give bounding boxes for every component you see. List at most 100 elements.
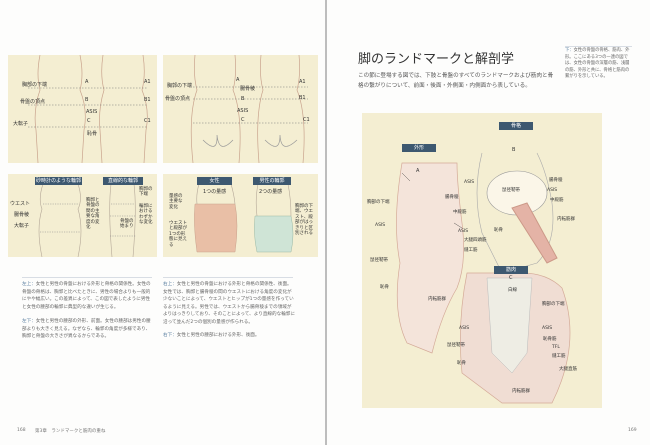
book-spine <box>325 0 327 445</box>
volume-illustration <box>194 183 294 253</box>
label: 腸骨稜 <box>549 178 563 183</box>
label: 大腿直筋 <box>559 367 577 372</box>
label: 胸部の下端 <box>542 302 565 307</box>
label: 胸部の下端 <box>367 200 390 205</box>
label: A1 <box>144 79 151 85</box>
caption-text: 女性と男性の骨盤における外形と骨格の関係性。女性の骨盤の骨格は、胸郭と比べたとき… <box>22 282 151 310</box>
label: 骨盤の頂点 <box>165 96 191 102</box>
label: ASIS <box>86 109 98 115</box>
label: 腸骨稜 <box>240 86 256 92</box>
label: 中殿筋 <box>550 198 564 203</box>
label: 縫工筋 <box>552 354 566 359</box>
figure-back-pelvis-comparison: 胸郭の下端 A A1 腸骨稜 B B1 骨盤の頂点 ASIS C C1 <box>163 55 318 163</box>
label: 腸骨稜 <box>14 212 30 218</box>
label: C <box>87 118 91 124</box>
caption-head: 左下： <box>22 319 36 324</box>
figure-letter: A <box>416 168 420 174</box>
label: B1 <box>144 97 151 103</box>
anatomy-illustration <box>396 152 571 404</box>
figure-front-pelvis-comparison: 胸部の下端 A A1 骨盤の頂点 B B1 ASIS 大転子 C C1 恥骨 <box>8 55 157 163</box>
divider <box>565 46 632 47</box>
label: 胸部の下端 <box>22 82 48 88</box>
caption-bottom-left: 左下：女性と男性の腰部の外形、前面。女性の腰部は男性の腰部よりも大きく見える。な… <box>22 318 154 341</box>
section-tag: 女性 <box>197 177 232 185</box>
label: ASIS <box>459 326 470 331</box>
divider <box>163 277 293 278</box>
label: ウエスト <box>10 201 31 207</box>
caption-bottom-right: 右下：女性と男性の腰部における外形、後面。 <box>163 332 295 340</box>
label: 白線 <box>508 288 517 293</box>
section-tag-exterior: 外形 <box>402 144 436 152</box>
label: 恥骨 <box>380 285 389 290</box>
caption-text: 女性と男性の骨盤における外形と骨格の関係性、後面。女性では、胸郭と腸骨稜の間のウ… <box>163 282 295 325</box>
label: A <box>85 79 89 85</box>
torso-front-illustration <box>28 55 148 163</box>
label: ASIS <box>375 223 386 228</box>
caption-top-left: 左上：女性と男性の骨盤における外形と骨格の関係性。女性の骨盤の骨格は、胸郭と比べ… <box>22 281 154 311</box>
page-number-right: 169 <box>628 428 637 433</box>
label: 中殿筋 <box>453 210 467 215</box>
label: 縫工筋 <box>464 248 478 253</box>
label: 胸郭の下端 <box>167 83 193 89</box>
label: 胸郭と骨盤の間の主要な角度の変化 <box>86 198 100 230</box>
torso-back-illustration <box>190 55 308 163</box>
section-tag-muscle: 筋肉 <box>494 266 528 274</box>
label: 量感の主要な変化 <box>169 194 183 210</box>
caption-head: 右上： <box>163 282 177 287</box>
contour-illustration <box>38 183 136 257</box>
figure-letter: B <box>512 147 516 153</box>
label: C <box>241 117 245 123</box>
label: B <box>241 96 245 102</box>
page-number-left: 168 <box>17 428 26 433</box>
label: ウエストと殿部が1つの形態に見える <box>169 221 187 248</box>
label: 内転筋群 <box>428 297 446 302</box>
page-title: 脚のランドマークと解剖学 <box>358 52 515 67</box>
lead-paragraph: この節に登場する図では、下肢と骨盤のすべてのランドマークおよび筋肉と骨格の繋がり… <box>358 73 554 89</box>
label: 内転筋群 <box>512 389 530 394</box>
label: A1 <box>299 79 306 85</box>
section-tag-skeleton: 骨格 <box>499 122 533 130</box>
label: 恥骨筋 <box>543 337 557 342</box>
label: 鼠径靭帯 <box>502 188 520 193</box>
label: 骨盤の始まり <box>120 219 134 230</box>
label: C1 <box>303 117 310 123</box>
label: 1つの量感 <box>203 189 227 195</box>
label: 胸郭の下端 <box>139 187 153 198</box>
label: 骨盤の頂点 <box>20 99 46 105</box>
label: 鼠径靭帯 <box>447 343 465 348</box>
label: 2つの量感 <box>259 189 283 195</box>
caption-head: 左上： <box>22 282 36 287</box>
label: 腸骨稜 <box>445 195 459 200</box>
running-header: 第3章 ランドマークと筋肉の重ね <box>35 429 106 434</box>
note-head: 下： <box>565 48 574 53</box>
caption-text: 女性と男性の腰部における外形、後面。 <box>176 333 260 338</box>
label: ASIS <box>542 326 553 331</box>
figure-letter: C <box>509 275 513 281</box>
label: 輪郭におけるわずかな変化 <box>139 204 153 226</box>
label: ASIS <box>547 188 558 193</box>
label: C1 <box>144 118 151 124</box>
label: ASIS <box>464 180 475 185</box>
note-text: 女性の骨盤の骨格、筋肉、外形。ここにある3つの一連の図では、女性の骨盤の深層の筋… <box>565 48 630 79</box>
caption-top-right: 右上：女性と男性の骨盤における外形と骨格の関係性、後面。女性では、胸郭と腸骨稜の… <box>163 281 295 326</box>
label: 胸郭の下端、ウエスト、殿部がはっきりと区別される <box>295 204 313 236</box>
label: 内転筋群 <box>557 217 575 222</box>
label: 大腿四頭筋 <box>464 238 487 243</box>
section-tag: 直線的な輪郭 <box>103 177 143 185</box>
label: B <box>85 97 89 103</box>
side-note: 下：女性の骨盤の骨格、筋肉、外形。ここにある3つの一連の図では、女性の骨盤の深層… <box>565 48 632 81</box>
caption-text: 女性と男性の腰部の外形、前面。女性の腰部は男性の腰部よりも大きく見える。なぜなら… <box>22 319 151 339</box>
label: B1 <box>299 95 306 101</box>
label: 恥骨 <box>87 131 98 137</box>
label: 恥骨 <box>457 361 466 366</box>
section-tag: 砂時計のような輪郭 <box>35 177 82 185</box>
label: TFL <box>552 345 560 350</box>
figure-back-volumes: 女性 男性の輪郭 1つの量感 2つの量感 量感の主要な変化 ウエストと殿部が1つ… <box>163 174 318 257</box>
label: ASIS <box>458 229 469 234</box>
figure-pelvis-anatomy: 外形 骨格 筋肉 A 胸部の下端 腸骨稜 中殿筋 ASIS ASIS 大腿四頭筋… <box>362 113 602 408</box>
label: 鼠径靭帯 <box>370 258 388 263</box>
label: 大転子 <box>14 223 30 229</box>
label: 恥骨 <box>494 228 503 233</box>
figure-front-contours: 砂時計のような輪郭 直線的な輪郭 ウエスト 腸骨稜 大転子 胸郭と骨盤の間の主要… <box>8 174 157 257</box>
divider <box>22 277 152 278</box>
